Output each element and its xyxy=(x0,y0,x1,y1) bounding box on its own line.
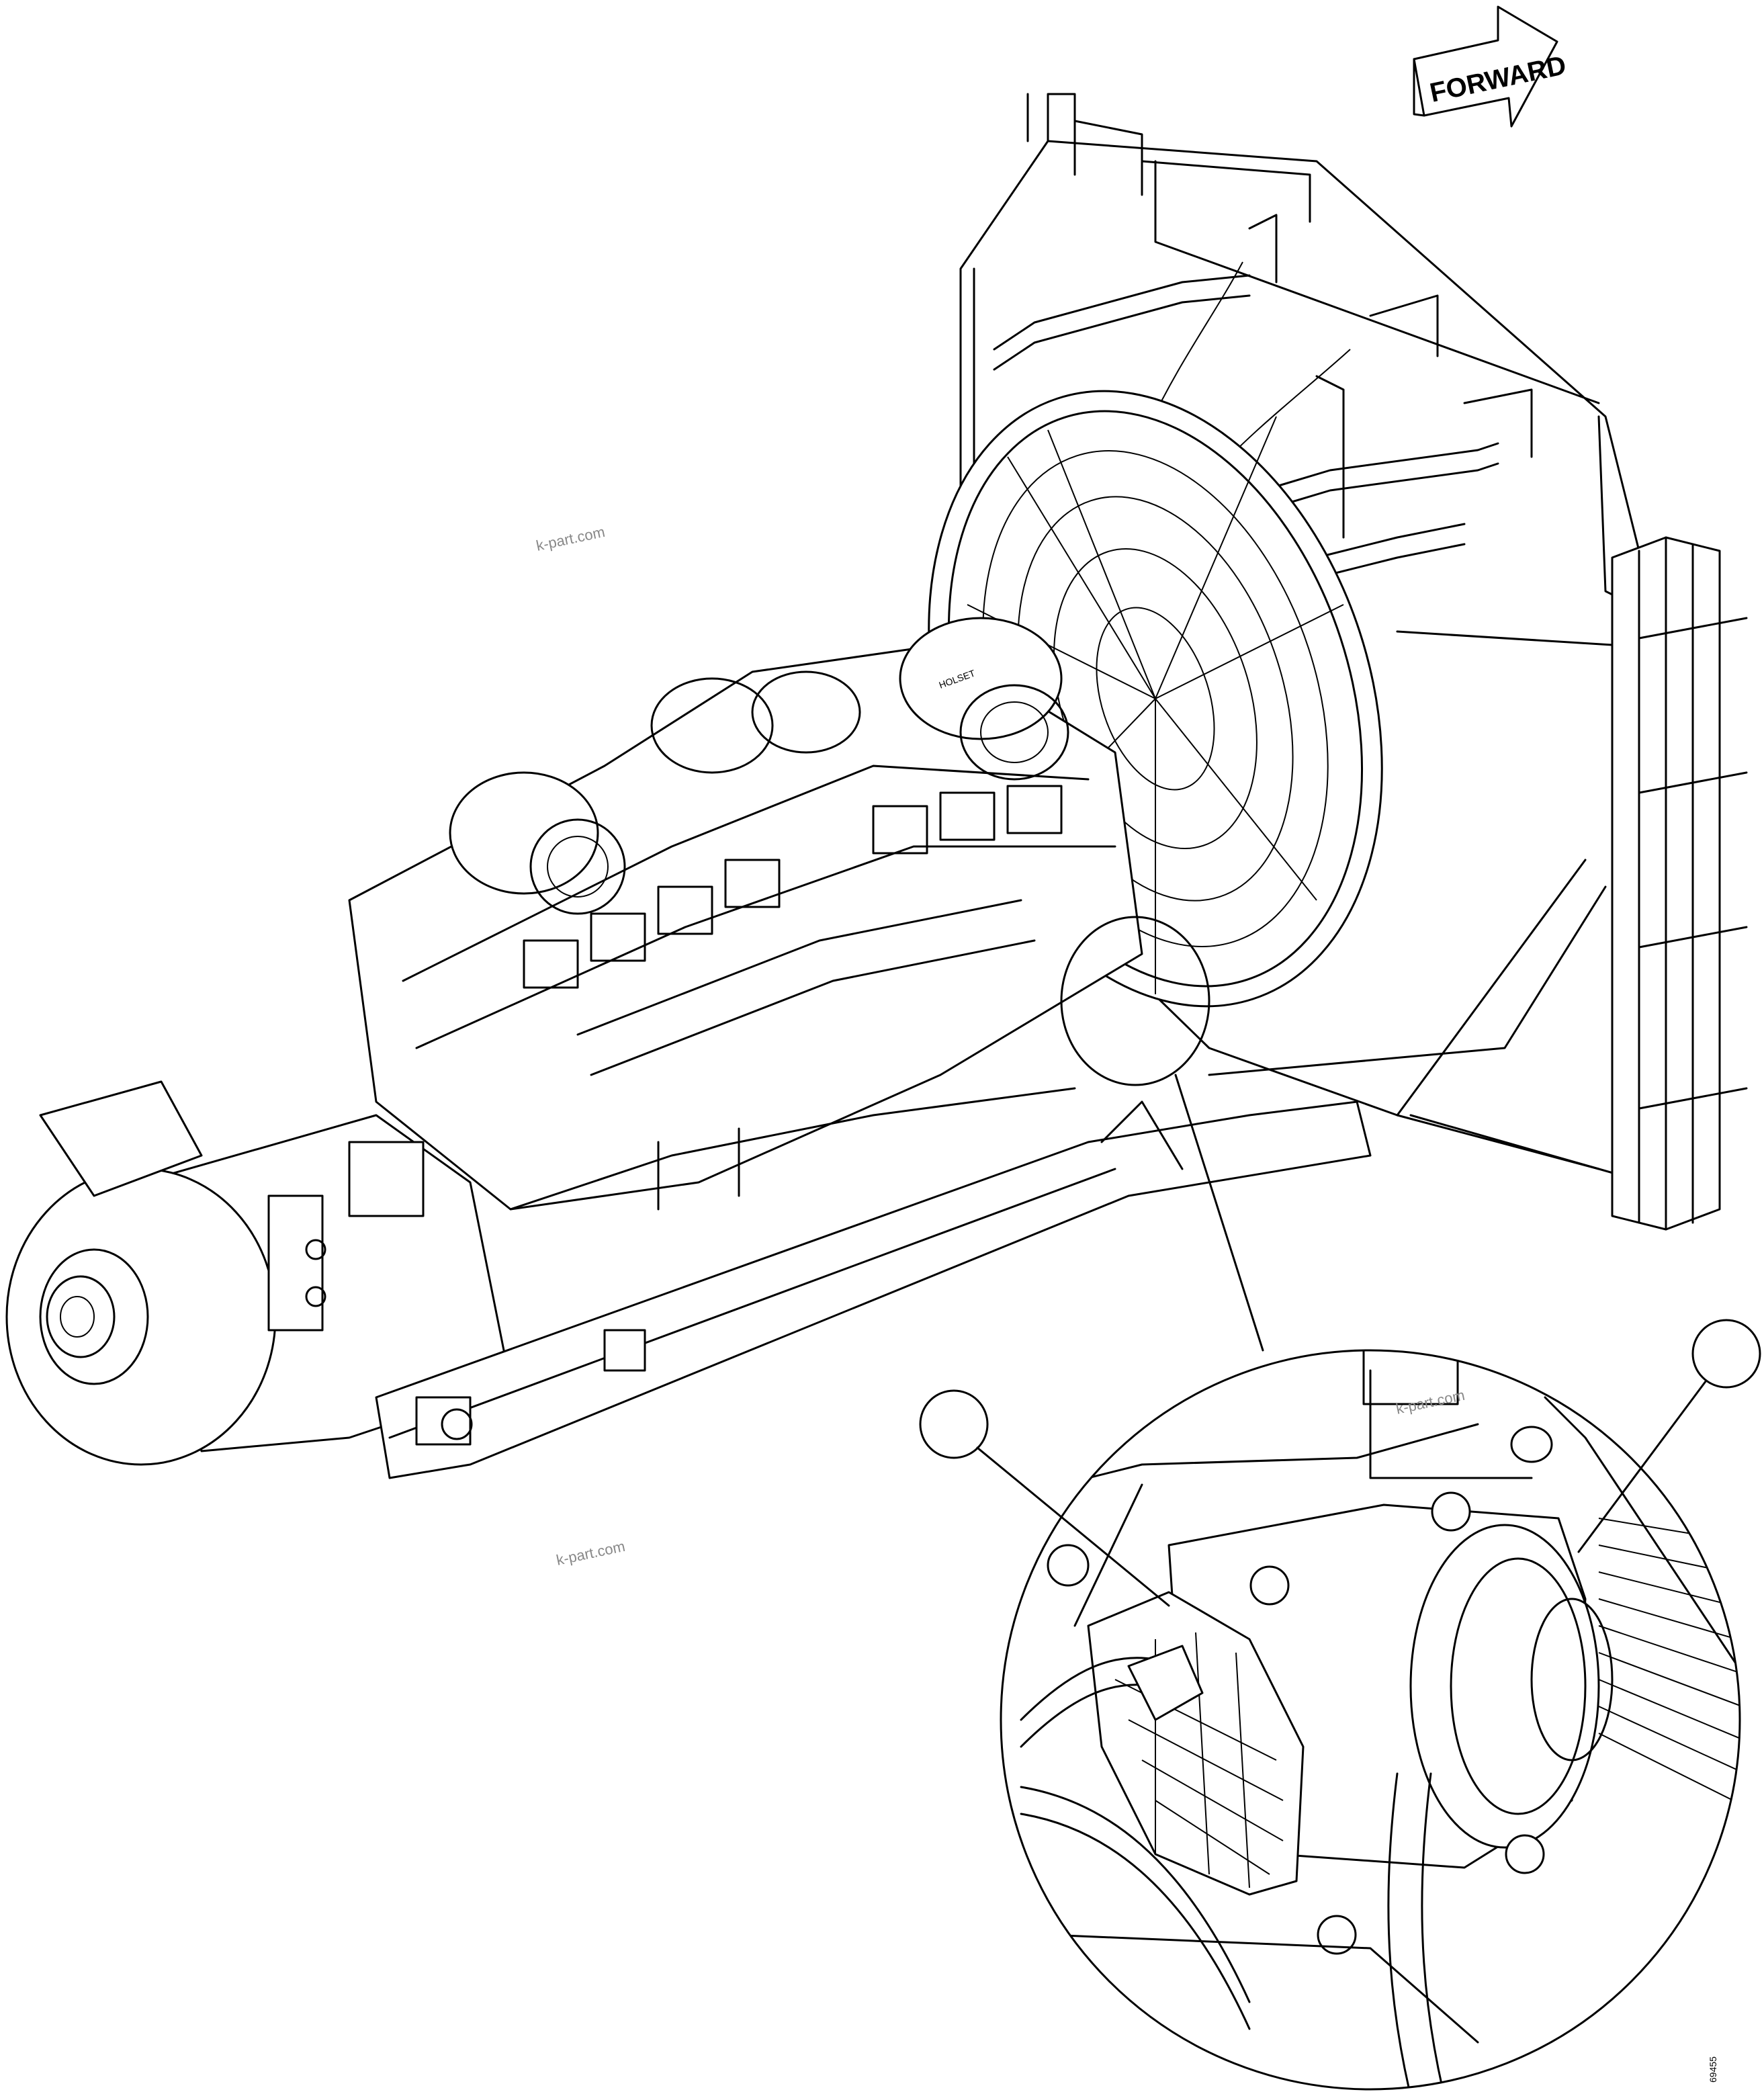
detail-view xyxy=(1000,1349,1741,2091)
base-frame xyxy=(375,1100,1372,1479)
callout-right xyxy=(1577,1319,1761,1553)
turbochargers: HOLSET xyxy=(449,617,1069,915)
detail-callout xyxy=(1060,916,1264,1352)
side-frame xyxy=(1208,536,1748,1231)
main-generator xyxy=(5,1080,512,1466)
callout-left xyxy=(919,1389,1170,1607)
watermark: k-part.com xyxy=(535,523,607,554)
figure-code: 69455 xyxy=(1708,2056,1718,2083)
engine-block xyxy=(348,644,1143,1211)
forward-arrow: FORWARD xyxy=(1413,5,1569,128)
watermark: k-part.com xyxy=(555,1538,627,1569)
